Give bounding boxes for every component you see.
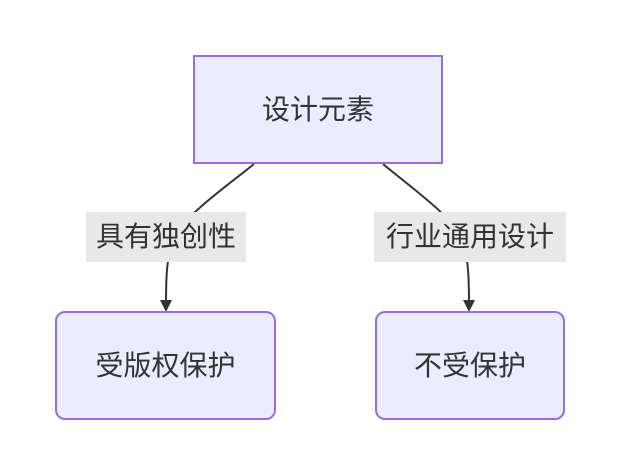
node-protected-label: 受版权保护	[95, 348, 236, 382]
edge-label-originality: 具有独创性	[86, 212, 246, 262]
node-unprotected-label: 不受保护	[413, 348, 526, 382]
edge-label-originality-text: 具有独创性	[95, 220, 236, 253]
node-design-element: 设计元素	[193, 55, 443, 164]
node-unprotected: 不受保护	[375, 311, 565, 420]
node-protected: 受版权保护	[55, 311, 276, 420]
edge-label-common-design-text: 行业通用设计	[385, 220, 554, 253]
edge-label-common-design: 行业通用设计	[374, 212, 566, 262]
node-design-element-label: 设计元素	[261, 92, 374, 126]
